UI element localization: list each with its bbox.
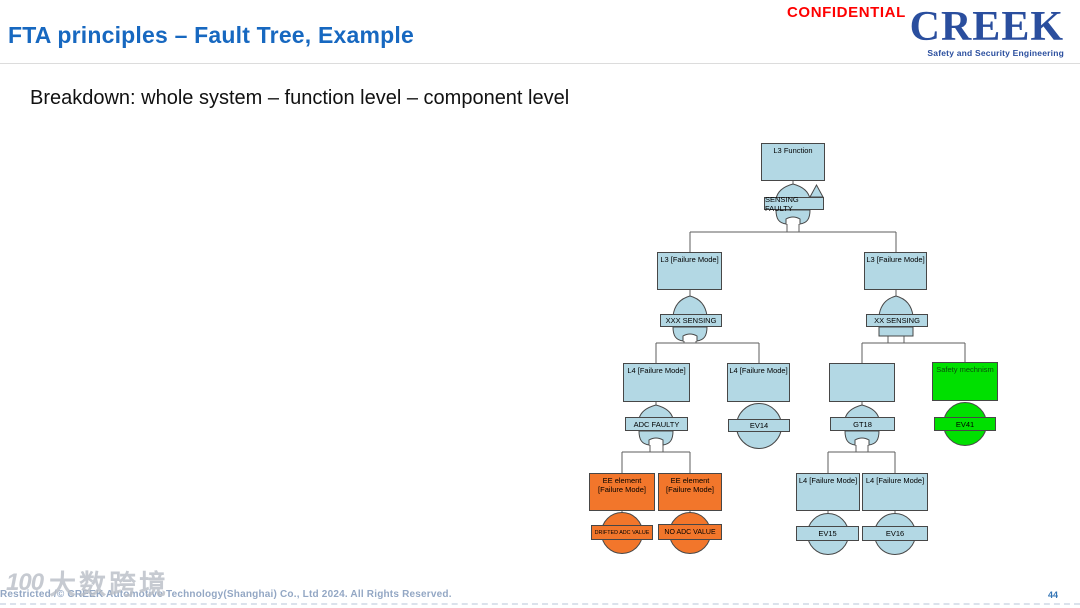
gate-label-xxx-sensing: XXX SENSING [660, 314, 722, 327]
or-gate-output-sensing-faulty [775, 209, 811, 225]
creek-logo-tagline: Safety and Security Engineering [927, 48, 1064, 58]
node-l4-fm-b: L4 [Failure Mode] [727, 363, 790, 402]
node-l3-fm-left: L3 [Failure Mode] [657, 252, 722, 290]
event-label-drifted-adc: DRIFTED ADC VALUE [591, 525, 653, 540]
event-label-ev14: EV14 [728, 419, 790, 432]
gate-dome-xx-sensing [878, 295, 914, 317]
confidential-label: CONFIDENTIAL [787, 4, 906, 21]
or-gate-output-xxx-sensing [672, 326, 708, 342]
footer-copyright: Restricted /© CREEK Automotive Technolog… [0, 589, 452, 600]
and-gate-output-xx-sensing [878, 326, 914, 337]
header-divider [0, 63, 1080, 64]
gate-dome-gt18 [844, 404, 880, 420]
bottom-dashed-line [0, 603, 1080, 605]
node-l3-fm-right: L3 [Failure Mode] [864, 252, 927, 290]
node-l3-function: L3 Function [761, 143, 825, 181]
node-l4-fm-c: L4 [Failure Mode] [796, 473, 860, 511]
gate-label-gt18: GT18 [830, 417, 895, 431]
watermark-logo: 100 [6, 568, 44, 596]
slide-subtitle: Breakdown: whole system – function level… [30, 87, 570, 109]
node-l4-fm-a: L4 [Failure Mode] [623, 363, 690, 402]
gate-label-xx-sensing: XX SENSING [866, 314, 928, 327]
page-title: FTA principles – Fault Tree, Example [8, 22, 414, 48]
event-label-ev16: EV16 [862, 526, 928, 541]
gate-label-adc-faulty: ADC FAULTY [625, 417, 688, 431]
event-label-no-adc: NO ADC VALUE [658, 524, 722, 540]
node-box-empty [829, 363, 895, 402]
creek-logo-text: CREEK [909, 4, 1064, 50]
gate-dome-xxx-sensing [672, 295, 708, 317]
event-label-ev41: EV41 [934, 417, 996, 431]
or-gate-output-adc-faulty [638, 430, 674, 446]
creek-logo: CREEK Safety and Security Engineering [910, 6, 1064, 58]
watermark: 100 大数跨境 [6, 563, 169, 602]
event-label-ev15: EV15 [796, 526, 859, 541]
or-gate-output-gt18 [844, 430, 880, 446]
node-safety-mech: Safety mechnism [932, 362, 998, 401]
node-ee2: EE element [Failure Mode] [658, 473, 722, 511]
node-l4-fm-d: L4 [Failure Mode] [862, 473, 928, 511]
page-number: 44 [1047, 590, 1058, 600]
gate-dome-adc-faulty [638, 404, 674, 420]
gate-dome-sensing-faulty [775, 183, 811, 200]
watermark-text: 大数跨境 [49, 570, 170, 600]
node-ee1: EE element [Failure Mode] [589, 473, 655, 511]
gate-label-sensing-faulty: SENSING FAULTY [764, 195, 824, 213]
